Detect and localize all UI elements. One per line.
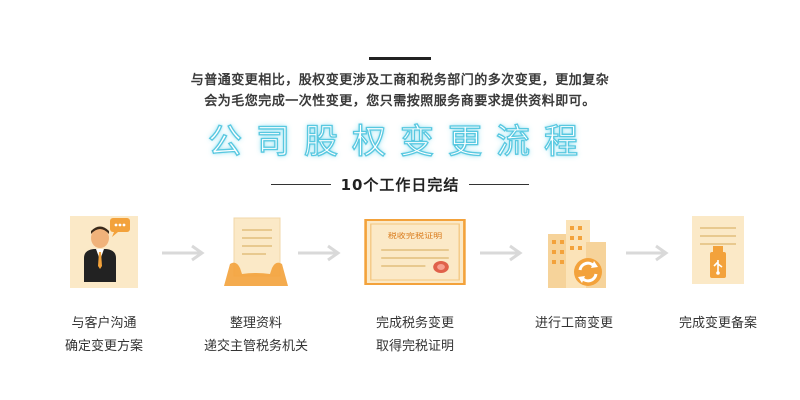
arrow-4-icon [626,244,669,262]
step-3-line-1: 完成税务变更 [375,316,454,331]
step-5-label: 完成变更备案 [638,312,798,335]
step-3-label: 完成税务变更 取得完税证明 [335,312,495,358]
usb-document-icon [692,216,744,284]
arrow-1-icon [162,244,205,262]
subtitle: 10个工作日完结 [340,176,460,194]
consultant-icon [70,216,138,288]
step-1-line-2: 确定变更方案 [64,339,143,354]
page-title: 公司股权变更流程 [207,121,592,162]
certificate-heading: 税收完税证明 [388,231,443,240]
step-4-line-1: 进行工商变更 [534,316,613,331]
intro-line-1: 与普通变更相比，股权变更涉及工商和税务部门的多次变更，更加复杂 [190,73,610,88]
documents-hand-icon [224,217,288,286]
top-rule [369,57,431,60]
step-2-line-2: 递交主管税务机关 [203,339,308,354]
step-3-line-2: 取得完税证明 [375,339,454,354]
subtitle-left-rule [270,184,331,185]
subtitle-right-rule [469,184,530,185]
step-1-line-1: 与客户沟通 [71,316,137,331]
step-1-label: 与客户沟通 确定变更方案 [24,312,184,358]
arrow-2-icon [298,244,341,262]
buildings-icon [548,220,606,288]
intro-line-2: 会为毛您完成一次性变更，您只需按照服务商要求提供资料即可。 [204,94,596,109]
step-2-line-1: 整理资料 [229,316,282,331]
arrow-3-icon [480,244,523,262]
step-4-label: 进行工商变更 [494,312,654,335]
tax-certificate-icon: 税收完税证明 [364,219,466,285]
step-5-line-1: 完成变更备案 [678,316,757,331]
subtitle-row: 10个工作日完结 [0,174,800,195]
step-2-label: 整理资料 递交主管税务机关 [176,312,336,358]
